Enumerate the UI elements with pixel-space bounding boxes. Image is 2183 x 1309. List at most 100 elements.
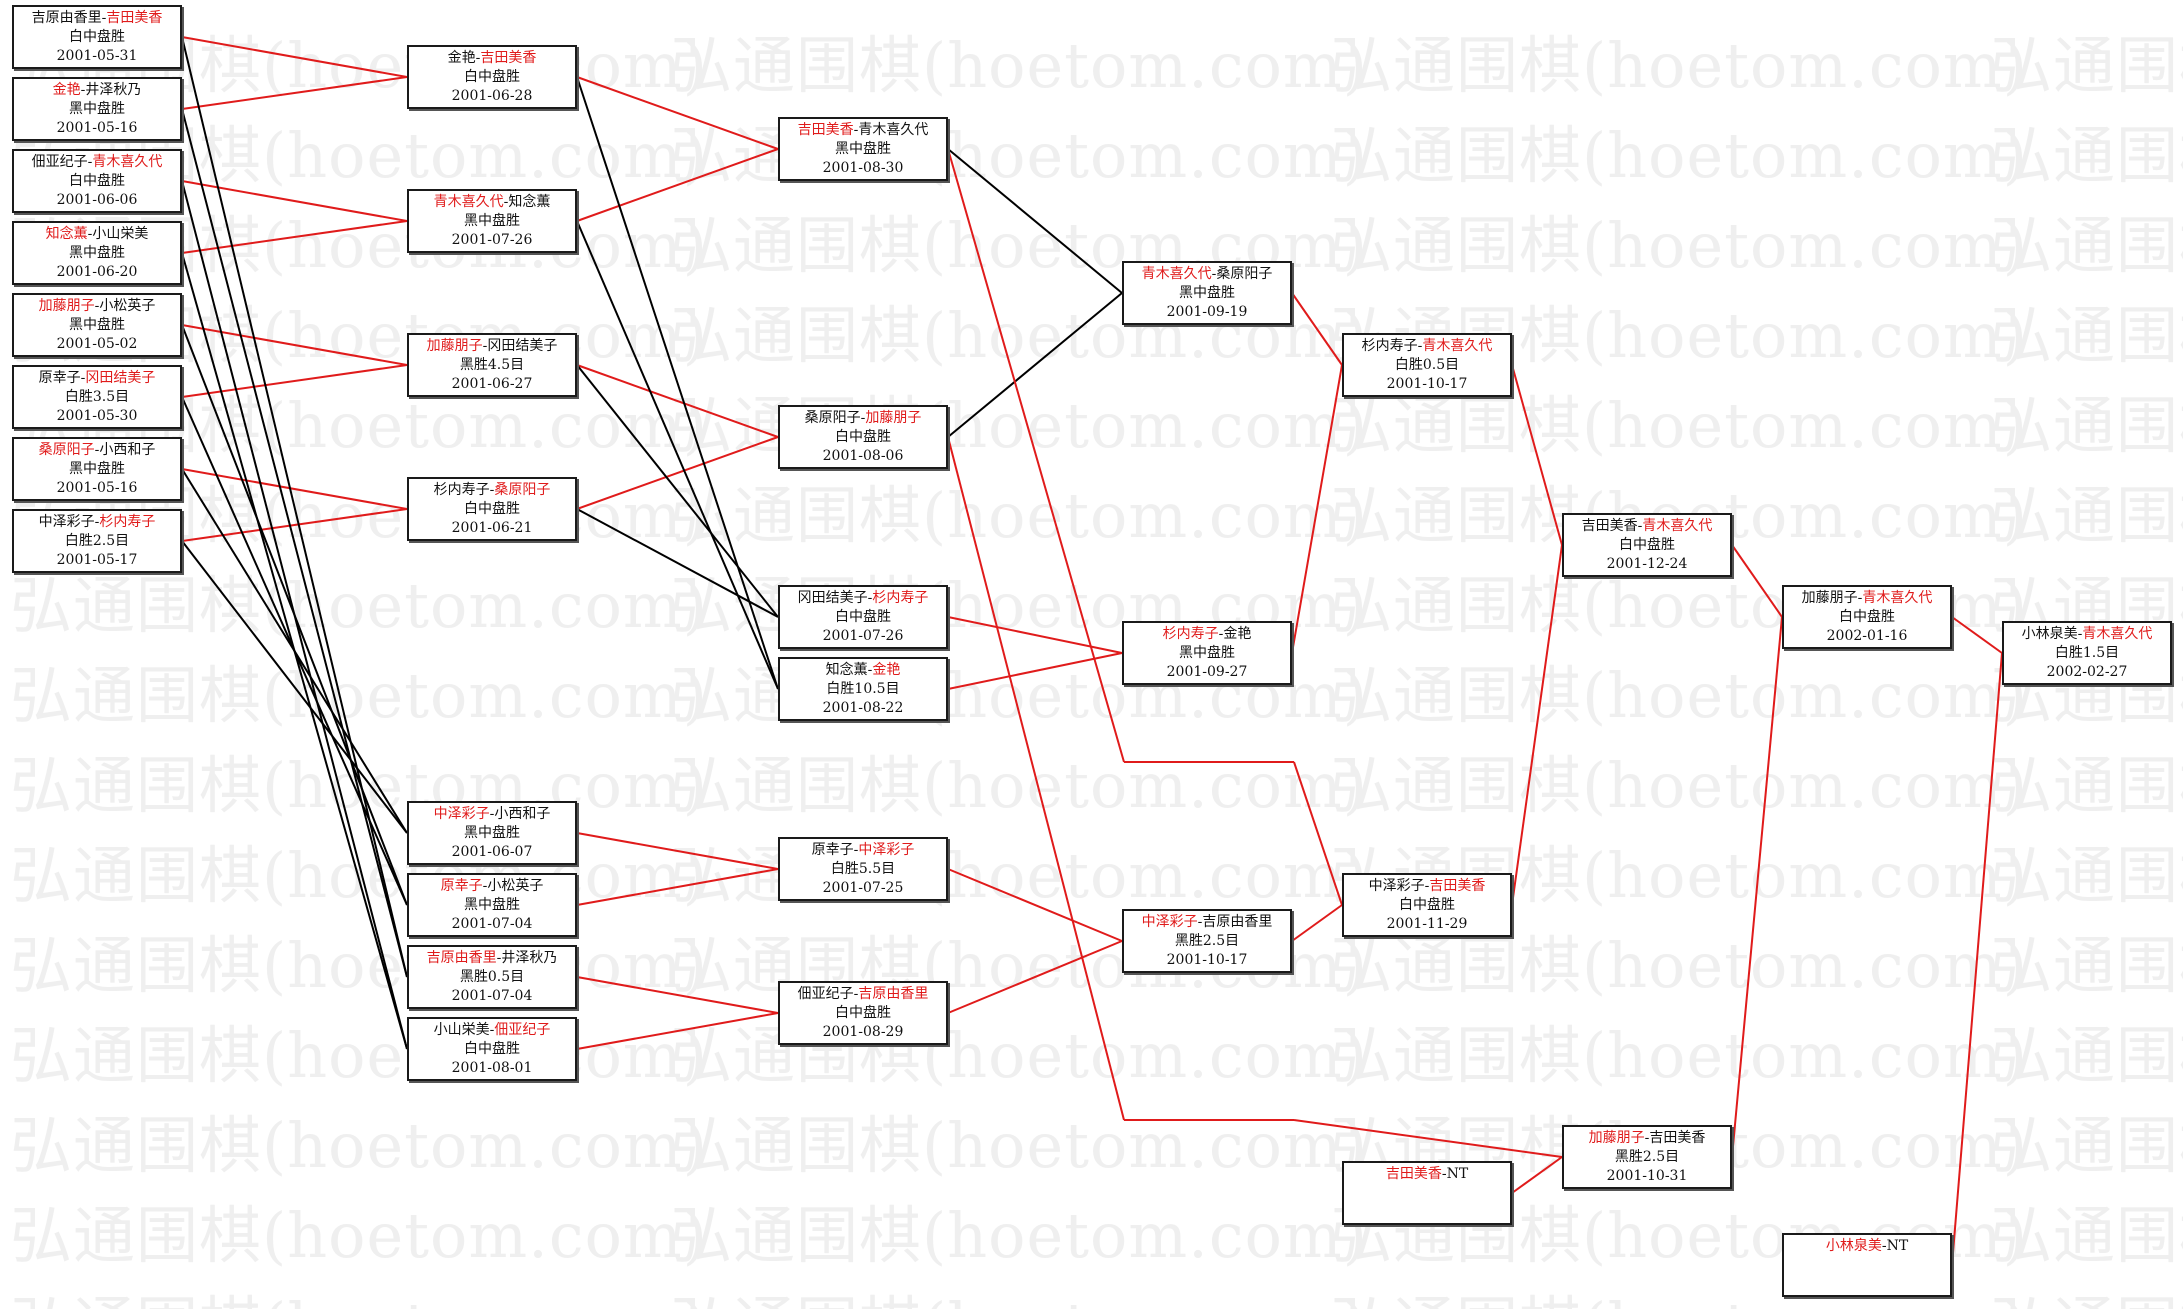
watermark-text: 弘通围棋(hoetom.com) bbox=[670, 479, 1368, 552]
watermark-text: 弘通围棋(hoetom.com) bbox=[10, 1199, 708, 1272]
loser-path-line bbox=[181, 468, 408, 834]
player-one-name: 原幸子 bbox=[440, 878, 483, 894]
match-box: 吉田美香-NT bbox=[1342, 1161, 1512, 1225]
match-date: 2001-10-31 bbox=[1606, 1168, 1688, 1184]
match-date: 2001-11-29 bbox=[1386, 916, 1468, 932]
player-two-name: 青木喜久代 bbox=[1422, 338, 1493, 354]
match-players: 加藤朋子-吉田美香 bbox=[1564, 1129, 1730, 1148]
player-one-name: 杉内寿子 bbox=[1162, 626, 1219, 642]
player-separator: - bbox=[101, 10, 107, 26]
match-players: 桑原阳子-加藤朋子 bbox=[780, 409, 946, 428]
player-one-name: 加藤朋子 bbox=[38, 298, 95, 314]
watermark-text: 弘通围棋(hoetom.com) bbox=[670, 1109, 1368, 1182]
match-result: 白中盘胜 bbox=[464, 69, 520, 85]
match-result: 黑中盘胜 bbox=[69, 461, 125, 477]
watermark-text: 弘通围棋(hoetom.com) bbox=[1330, 209, 2028, 282]
winner-path-line bbox=[181, 364, 408, 398]
player-one-name: 吉田美香 bbox=[1581, 518, 1638, 534]
match-players: 金艳-井泽秋乃 bbox=[14, 81, 180, 100]
match-players: 原幸子-小松英子 bbox=[409, 877, 575, 896]
player-two-name: 青木喜久代 bbox=[92, 154, 163, 170]
match-result: 白中盘胜 bbox=[1619, 537, 1675, 553]
winner-path-line bbox=[947, 868, 1123, 942]
match-result: 白胜3.5目 bbox=[64, 389, 130, 405]
player-separator: - bbox=[1857, 590, 1863, 606]
match-result: 黑中盘胜 bbox=[69, 317, 125, 333]
match-players: 知念薫-小山栄美 bbox=[14, 225, 180, 244]
loser-path-line bbox=[576, 508, 779, 618]
match-players: 桑原阳子-小西和子 bbox=[14, 441, 180, 460]
player-two-name: 青木喜久代 bbox=[1642, 518, 1713, 534]
loser-path-line bbox=[181, 324, 408, 906]
match-result: 白胜0.5目 bbox=[1394, 357, 1460, 373]
player-separator: - bbox=[1644, 1130, 1650, 1146]
match-result: 白中盘胜 bbox=[464, 501, 520, 517]
watermark-text: 弘通围棋(hoetom.com) bbox=[1330, 119, 2028, 192]
player-one-name: 加藤朋子 bbox=[1801, 590, 1858, 606]
match-date: 2001-08-29 bbox=[822, 1024, 904, 1040]
player-separator: - bbox=[94, 298, 100, 314]
match-players: 中泽彩子-小西和子 bbox=[409, 805, 575, 824]
match-players: 佃亚纪子-吉原由香里 bbox=[780, 985, 946, 1004]
winner-path-line bbox=[181, 324, 408, 366]
watermark-text: 弘通围棋(hoetom.com) bbox=[1990, 389, 2183, 462]
player-one-name: 青木喜久代 bbox=[1141, 266, 1212, 282]
match-players: 吉原由香里-井泽秋乃 bbox=[409, 949, 575, 968]
player-separator: - bbox=[482, 878, 488, 894]
winner-path-line bbox=[576, 436, 779, 510]
winner-path-line bbox=[576, 1012, 779, 1050]
player-one-name: 原幸子 bbox=[811, 842, 854, 858]
player-separator: - bbox=[475, 50, 481, 66]
player-two-name: 小松英子 bbox=[99, 298, 156, 314]
match-players: 吉田美香-青木喜久代 bbox=[1564, 517, 1730, 536]
match-date: 2001-05-02 bbox=[56, 336, 138, 352]
match-box: 小林泉美-NT bbox=[1782, 1233, 1952, 1297]
watermark-text: 弘通围棋(hoetom.com) bbox=[1990, 209, 2183, 282]
player-separator: - bbox=[1218, 626, 1224, 642]
match-date: 2001-05-17 bbox=[56, 552, 138, 568]
match-players: 加藤朋子-青木喜久代 bbox=[1784, 589, 1950, 608]
winner-path-line bbox=[181, 468, 408, 510]
watermark-text: 弘通围棋(hoetom.com) bbox=[1330, 1019, 2028, 1092]
match-result: 白中盘胜 bbox=[1399, 897, 1455, 913]
player-separator: - bbox=[489, 482, 495, 498]
watermark-text: 弘通围棋(hoetom.com) bbox=[670, 1199, 1368, 1272]
player-one-name: 杉内寿子 bbox=[1361, 338, 1418, 354]
match-players: 吉原由香里-吉田美香 bbox=[14, 9, 180, 28]
watermark-text: 弘通围棋(hoetom.com) bbox=[1990, 1199, 2183, 1272]
match-result: 黑胜4.5目 bbox=[459, 357, 525, 373]
player-one-name: 佃亚纪子 bbox=[797, 986, 854, 1002]
match-players: 小山栄美-佃亚纪子 bbox=[409, 1021, 575, 1040]
watermark-text: 弘通围棋(hoetom.com) bbox=[1990, 1275, 2183, 1309]
match-result: 白中盘胜 bbox=[69, 173, 125, 189]
player-one-name: 小山栄美 bbox=[433, 1022, 490, 1038]
player-separator: - bbox=[860, 410, 866, 426]
player-separator: - bbox=[489, 1022, 495, 1038]
watermark-text: 弘通围棋(hoetom.com) bbox=[670, 29, 1368, 102]
winner-path-line bbox=[1731, 544, 1783, 618]
match-date: 2002-02-27 bbox=[2046, 664, 2128, 680]
player-two-name: 杉内寿子 bbox=[872, 590, 929, 606]
watermark-text: 弘通围棋(hoetom.com) bbox=[1990, 929, 2183, 1002]
player-two-name: 桑原阳子 bbox=[494, 482, 551, 498]
match-players: 小林泉美-NT bbox=[1784, 1237, 1950, 1256]
player-separator: - bbox=[1424, 878, 1430, 894]
match-result: 黑中盘胜 bbox=[1179, 285, 1235, 301]
match-date: 2001-05-16 bbox=[56, 480, 138, 496]
player-two-name: 井泽秋乃 bbox=[501, 950, 558, 966]
watermark-text: 弘通围棋(hoetom.com) bbox=[10, 749, 708, 822]
match-players: 中泽彩子-吉原由香里 bbox=[1124, 913, 1290, 932]
match-result: 黑中盘胜 bbox=[464, 825, 520, 841]
winner-path-line bbox=[181, 220, 408, 254]
